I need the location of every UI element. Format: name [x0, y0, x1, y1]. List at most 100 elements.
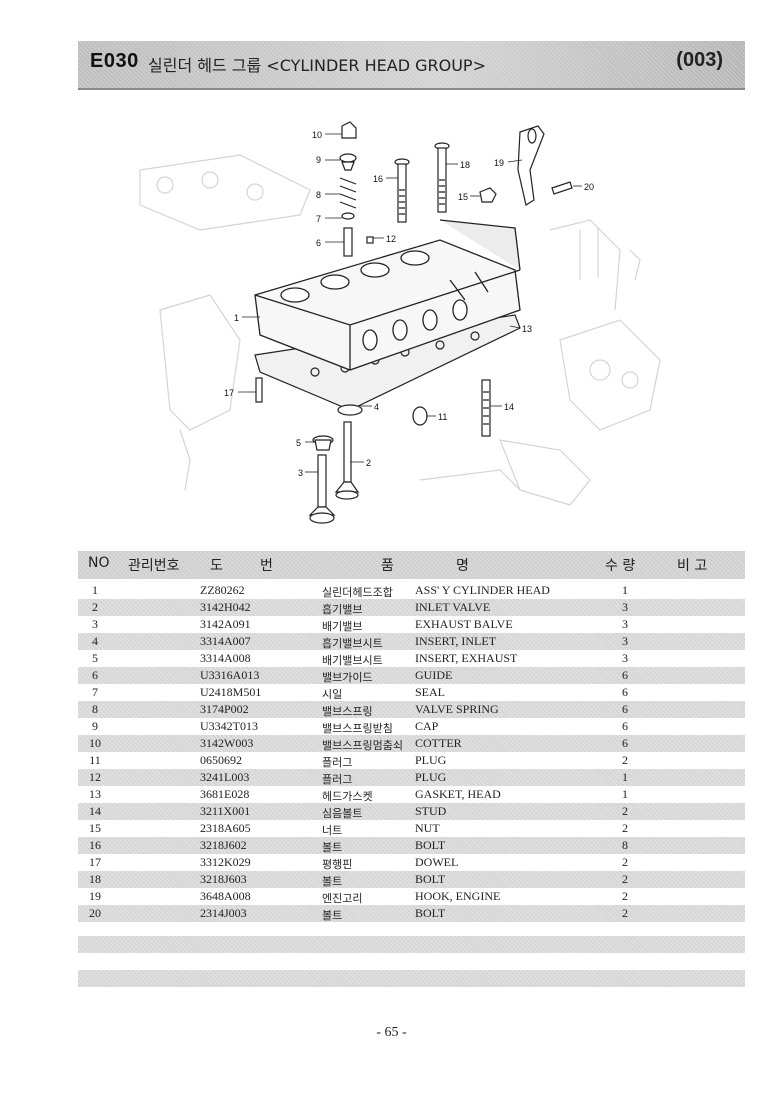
table-row: 8 3174P002 밸브스프링 VALVE SPRING 6: [78, 701, 745, 718]
parts-table-header: NO 관리번호 도 번 품 명 수 량 비 고: [78, 551, 745, 579]
valve-spring-stack-part: [339, 121, 357, 257]
row-no: 11: [89, 753, 101, 767]
row-quantity: 2: [622, 872, 628, 886]
row-part-number: U2418M501: [200, 685, 262, 699]
row-quantity: 2: [622, 906, 628, 920]
row-quantity: 1: [622, 770, 628, 784]
row-korean-name: 볼트: [322, 909, 343, 922]
callout-14: 14: [504, 402, 514, 412]
row-quantity: 6: [622, 702, 628, 716]
row-no: 7: [92, 685, 98, 699]
row-korean-name: 볼트: [322, 875, 343, 888]
row-korean-name: 평행핀: [322, 858, 353, 871]
row-part-number: 3314A008: [200, 651, 251, 665]
engine-hook-part: [517, 125, 573, 206]
row-quantity: 8: [622, 838, 628, 852]
row-english-name: BOLT: [415, 838, 446, 852]
row-no: 2: [92, 600, 98, 614]
row-english-name: INSERT, INLET: [415, 634, 497, 648]
row-no: 9: [92, 719, 98, 733]
table-row: 6 U3316A013 밸브가이드 GUIDE 6: [78, 667, 745, 684]
row-quantity: 6: [622, 736, 628, 750]
row-no: 1: [92, 583, 98, 597]
section-header: E030 실린더 헤드 그룹 <CYLINDER HEAD GROUP> (00…: [78, 41, 745, 90]
callout-11: 11: [438, 412, 447, 422]
row-quantity: 6: [622, 719, 628, 733]
row-no: 6: [92, 668, 98, 682]
row-korean-name: 배기밸브: [322, 620, 363, 633]
callout-1: 1: [234, 313, 239, 323]
row-part-number: U3342T013: [200, 719, 258, 733]
row-part-number: 3142A091: [200, 617, 251, 631]
row-korean-name: 시일: [322, 688, 343, 701]
table-row: 13 3681E028 헤드가스켓 GASKET, HEAD 1: [78, 786, 745, 803]
row-english-name: CAP: [415, 719, 439, 733]
leader-lines: [238, 133, 582, 473]
table-row: 7 U2418M501 시일 SEAL 6: [78, 684, 745, 701]
table-row: 16 3218J602 볼트 BOLT 8: [78, 837, 745, 854]
row-part-number: 3314A007: [200, 634, 251, 648]
table-row: 9 U3342T013 밸브스프링받침 CAP 6: [78, 718, 745, 735]
row-no: 20: [89, 906, 101, 920]
section-code: E030: [90, 50, 139, 72]
callout-12: 12: [386, 234, 396, 244]
callout-9: 9: [316, 155, 321, 165]
row-korean-name: 너트: [322, 824, 343, 837]
header-management-no: 관리번호: [128, 558, 180, 574]
row-english-name: INSERT, EXHAUST: [415, 651, 518, 665]
row-korean-name: 밸브스프링받침: [322, 722, 393, 735]
row-quantity: 2: [622, 804, 628, 818]
callout-15: 15: [458, 192, 468, 202]
callout-6: 6: [316, 238, 321, 248]
row-korean-name: 밸브스프링: [322, 705, 373, 718]
row-english-name: ASS' Y CYLINDER HEAD: [415, 583, 550, 597]
row-part-number: ZZ80262: [200, 583, 245, 597]
callout-4: 4: [374, 402, 379, 412]
row-no: 12: [89, 770, 101, 784]
row-english-name: BOLT: [415, 872, 446, 886]
header-quantity: 수 량: [605, 558, 636, 574]
row-part-number: 3218J602: [200, 838, 247, 852]
row-korean-name: 배기밸브시트: [322, 654, 383, 667]
parts-table: 1 ZZ80262 실린더헤드조합 ASS' Y CYLINDER HEAD 1…: [78, 582, 745, 922]
page-code: (003): [676, 49, 723, 71]
row-quantity: 3: [622, 600, 628, 614]
row-korean-name: 흡기밸브: [322, 603, 363, 616]
row-quantity: 3: [622, 634, 628, 648]
row-no: 14: [89, 804, 101, 818]
header-drawing-1: 도: [210, 558, 223, 574]
row-quantity: 2: [622, 855, 628, 869]
section-title: 실린더 헤드 그룹 <CYLINDER HEAD GROUP>: [148, 56, 486, 75]
row-part-number: U3316A013: [200, 668, 260, 682]
empty-table-row: [78, 970, 745, 987]
background-ghost-drawing: [139, 154, 661, 506]
row-korean-name: 엔진고리: [322, 892, 363, 905]
row-quantity: 2: [622, 889, 628, 903]
callout-17: 17: [224, 388, 234, 398]
callout-7: 7: [316, 214, 321, 224]
row-quantity: 3: [622, 651, 628, 665]
row-part-number: 3218J603: [200, 872, 247, 886]
row-korean-name: 플러그: [322, 756, 353, 769]
row-english-name: DOWEL: [415, 855, 459, 869]
row-english-name: PLUG: [415, 753, 447, 767]
callout-5: 5: [296, 438, 301, 448]
callout-16: 16: [373, 174, 383, 184]
row-part-number: 2318A605: [200, 821, 251, 835]
row-korean-name: 볼트: [322, 841, 343, 854]
row-part-number: 3648A008: [200, 889, 251, 903]
row-english-name: GASKET, HEAD: [415, 787, 501, 801]
row-korean-name: 흡기밸브시트: [322, 637, 383, 650]
table-row: 15 2318A605 너트 NUT 2: [78, 820, 745, 837]
row-no: 16: [89, 838, 101, 852]
callout-2: 2: [366, 458, 371, 468]
row-english-name: INLET VALVE: [415, 600, 491, 614]
row-english-name: VALVE SPRING: [415, 702, 499, 716]
row-english-name: EXHAUST BALVE: [415, 617, 513, 631]
row-part-number: 3142W003: [200, 736, 254, 750]
callout-8: 8: [316, 190, 321, 200]
row-english-name: GUIDE: [415, 668, 453, 682]
row-quantity: 2: [622, 821, 628, 835]
header-no: NO: [88, 555, 110, 571]
empty-table-row: [78, 936, 745, 953]
